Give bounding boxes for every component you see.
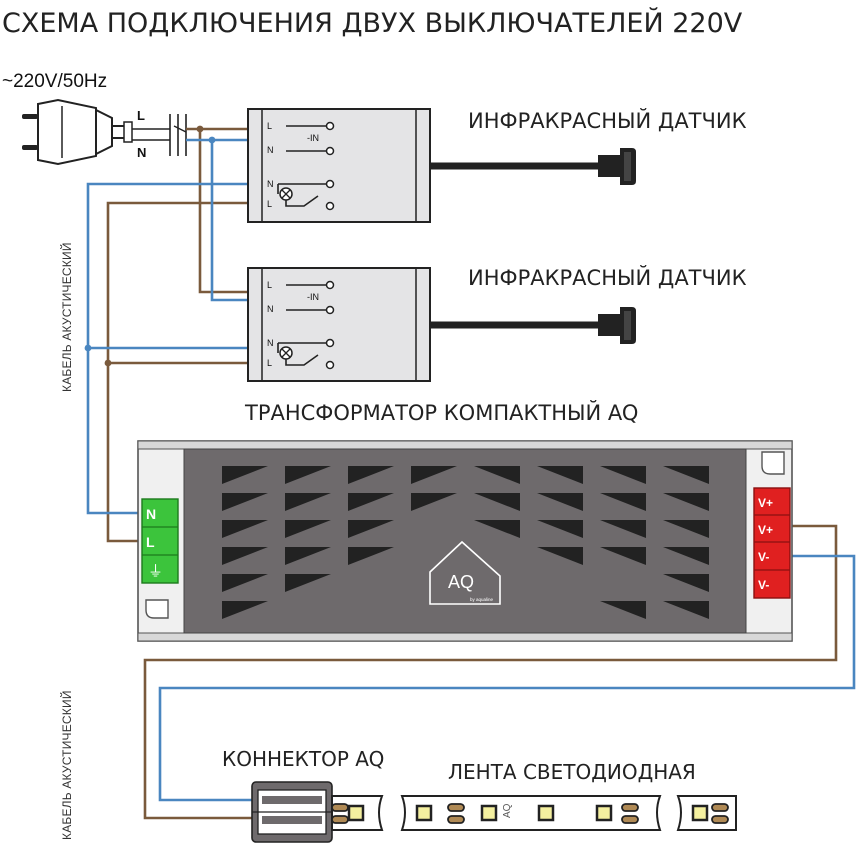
sensor-1-in-label: -IN bbox=[307, 133, 319, 143]
sensor-2-terminal-n2: N bbox=[267, 338, 274, 348]
output-terminal-v-minus-1: V- bbox=[758, 550, 769, 564]
junction-dot bbox=[84, 344, 92, 352]
resistor bbox=[711, 815, 729, 824]
led-chip bbox=[415, 804, 433, 822]
vent-slot bbox=[348, 466, 394, 484]
vent-slot bbox=[600, 601, 646, 619]
ir-sensor-2: L N N L -IN bbox=[247, 267, 431, 382]
vent-slot bbox=[222, 601, 268, 619]
vent-slot bbox=[285, 574, 331, 592]
resistor bbox=[711, 803, 729, 812]
cable-label-top: КАБЕЛЬ АКУСТИЧЕСКИЙ bbox=[59, 242, 74, 392]
vent-slot bbox=[285, 466, 331, 484]
vent-slot bbox=[285, 520, 331, 538]
transformer-logo-sub: by aqualine bbox=[470, 597, 494, 602]
vent-slot bbox=[474, 493, 520, 511]
vent-slot bbox=[474, 466, 520, 484]
sensor-1-terminal-n2: N bbox=[267, 179, 274, 189]
vent-slot bbox=[663, 601, 709, 619]
vent-slot bbox=[222, 493, 268, 511]
sensor-1-head-icon bbox=[598, 148, 636, 185]
vent-slot bbox=[411, 466, 457, 484]
vent-slot bbox=[600, 520, 646, 538]
aq-logo-icon: AQ by aqualine bbox=[429, 540, 501, 605]
ir-sensor-1: L N N L -IN bbox=[247, 108, 431, 223]
sensor-1-label: ИНФРАКРАСНЫЙ ДАТЧИК bbox=[468, 108, 747, 133]
output-terminal-v-plus-2: V+ bbox=[758, 523, 773, 537]
sensor-1-terminal-l2: L bbox=[267, 199, 272, 209]
resistor bbox=[621, 815, 639, 824]
sensor-1-terminal-l: L bbox=[267, 121, 272, 131]
input-terminal-l: L bbox=[146, 534, 155, 550]
connector-label: КОННЕКТОР AQ bbox=[222, 747, 384, 771]
vent-slot bbox=[474, 520, 520, 538]
transformer: AQ by aqualine bbox=[137, 440, 793, 642]
vent-slot bbox=[348, 547, 394, 565]
resistor bbox=[447, 803, 465, 812]
vent-slots bbox=[222, 466, 709, 619]
vent-slot bbox=[663, 520, 709, 538]
input-terminal-n: N bbox=[146, 506, 156, 522]
sensor-2-in-label: -IN bbox=[307, 292, 319, 302]
vent-slot bbox=[285, 547, 331, 565]
led-chip bbox=[480, 804, 498, 822]
sensor-2-terminal-l: L bbox=[267, 280, 272, 290]
vent-slot bbox=[537, 493, 583, 511]
input-terminal-block: N L ⏚ bbox=[141, 498, 179, 584]
vent-slot bbox=[537, 547, 583, 565]
cable-label-bottom: КАБЕЛЬ АКУСТИЧЕСКИЙ bbox=[59, 690, 74, 840]
vent-slot bbox=[222, 547, 268, 565]
plug-n-label: N bbox=[137, 145, 146, 160]
vent-slot bbox=[663, 493, 709, 511]
vent-slot bbox=[537, 466, 583, 484]
strip-logo: AQ bbox=[502, 803, 513, 818]
resistor bbox=[331, 803, 349, 812]
vent-slot bbox=[663, 547, 709, 565]
transformer-label: ТРАНСФОРМАТОР КОМПАКТНЫЙ AQ bbox=[244, 400, 638, 425]
led-chip bbox=[347, 804, 365, 822]
input-terminal-ground: ⏚ bbox=[148, 562, 163, 580]
led-chips bbox=[331, 803, 729, 824]
connector-aq-icon bbox=[251, 781, 333, 843]
vent-slot bbox=[222, 520, 268, 538]
junction-dot bbox=[208, 136, 216, 144]
vent-slot bbox=[222, 574, 268, 592]
vent-slot bbox=[348, 520, 394, 538]
led-chip bbox=[691, 804, 709, 822]
vent-slot bbox=[600, 493, 646, 511]
junction-dot bbox=[196, 125, 204, 133]
power-label: ~220V/50Hz bbox=[2, 71, 107, 92]
sensor-2-terminal-n: N bbox=[267, 304, 274, 314]
output-terminal-block: V+ V+ V- V- bbox=[753, 487, 791, 599]
led-chip bbox=[595, 804, 613, 822]
junction-dot bbox=[104, 359, 112, 367]
resistor bbox=[621, 803, 639, 812]
vent-slot bbox=[663, 574, 709, 592]
sensor-2-label: ИНФРАКРАСНЫЙ ДАТЧИК bbox=[468, 265, 747, 290]
power-plug-icon bbox=[22, 98, 133, 166]
vent-slot bbox=[285, 493, 331, 511]
sensor-1-terminal-n: N bbox=[267, 145, 274, 155]
diagram-title: СХЕМА ПОДКЛЮЧЕНИЯ ДВУХ ВЫКЛЮЧАТЕЛЕЙ 220V bbox=[2, 7, 743, 39]
line-switch-icon bbox=[132, 114, 187, 156]
transformer-logo: AQ bbox=[448, 572, 474, 592]
sensor-2-terminal-l2: L bbox=[267, 358, 272, 368]
vent-slot bbox=[537, 520, 583, 538]
vent-slot bbox=[222, 466, 268, 484]
output-terminal-v-minus-2: V- bbox=[758, 578, 769, 592]
led-strip: AQ bbox=[331, 795, 737, 831]
strip-label: ЛЕНТА СВЕТОДИОДНАЯ bbox=[448, 760, 696, 784]
vent-slot bbox=[663, 466, 709, 484]
vent-slot bbox=[411, 493, 457, 511]
vent-slot bbox=[348, 493, 394, 511]
vent-slot bbox=[600, 466, 646, 484]
led-chip bbox=[537, 804, 555, 822]
resistor bbox=[447, 815, 465, 824]
sensor-2-head-icon bbox=[598, 307, 636, 344]
output-terminal-v-plus-1: V+ bbox=[758, 496, 773, 510]
resistor bbox=[331, 815, 349, 824]
plug-l-label: L bbox=[137, 108, 145, 123]
vent-slot bbox=[600, 547, 646, 565]
